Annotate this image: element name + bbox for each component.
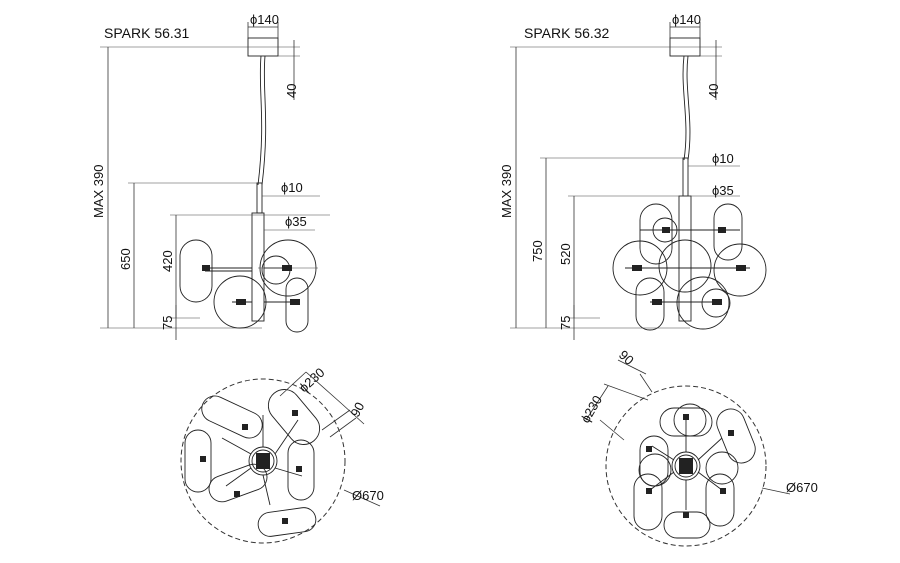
left-glass-shade	[213, 275, 267, 329]
right-top-view: 90 ϕ230 Ø670	[578, 347, 818, 547]
left-shade-diameter: ϕ230	[296, 365, 328, 396]
left-rod-diameter: ϕ10	[281, 180, 303, 195]
right-canopy-height: 40	[706, 84, 721, 98]
left-arm-height: 420	[160, 250, 175, 272]
right-bottom-offset: 75	[558, 316, 573, 330]
right-cable	[682, 55, 687, 161]
left-tube-diameter: ϕ35	[285, 214, 307, 229]
right-glass-shade	[635, 277, 665, 331]
right-glass-shade	[713, 203, 743, 261]
right-tube-diameter: ϕ35	[712, 183, 734, 198]
left-canopy-diameter: ϕ140	[250, 12, 279, 27]
left-total-height: 650	[118, 248, 133, 270]
right-overall-diameter: Ø670	[786, 480, 818, 495]
left-overall-diameter: Ø670	[352, 488, 384, 503]
right-shade-depth: 90	[616, 347, 637, 368]
right-glass-shade	[658, 239, 712, 293]
left-glass-shade	[285, 277, 309, 333]
left-max-height: MAX 390	[91, 165, 106, 218]
right-outer-diameter-circle	[605, 385, 767, 547]
right-model-title: SPARK 56.32	[524, 25, 610, 41]
right-total-height: 750	[530, 240, 545, 262]
left-shade-depth: 90	[347, 400, 367, 420]
right-glass-shade	[713, 243, 767, 297]
right-glass-shade	[676, 276, 730, 330]
left-model-title: SPARK 56.31	[104, 25, 190, 41]
left-bottom-offset: 75	[160, 316, 175, 330]
left-glass-shade	[179, 239, 213, 303]
left-cable	[257, 55, 263, 186]
left-top-view: ϕ230 90 Ø670	[180, 365, 384, 544]
right-rod-diameter: ϕ10	[712, 151, 734, 166]
right-max-height: MAX 390	[499, 165, 514, 218]
right-canopy-diameter: ϕ140	[672, 12, 701, 27]
left-side-view: SPARK 56.31 ϕ140 40 MAX 390 650 ϕ10 ϕ35	[91, 12, 330, 340]
right-arm-height: 520	[558, 243, 573, 265]
right-glass-shade	[612, 240, 668, 296]
right-side-view: SPARK 56.32 ϕ140 40 MAX 390 750 ϕ10 ϕ35 …	[499, 12, 767, 340]
left-outer-diameter-circle	[180, 378, 346, 544]
left-canopy-height: 40	[284, 84, 299, 98]
right-glass-shade	[639, 203, 673, 265]
